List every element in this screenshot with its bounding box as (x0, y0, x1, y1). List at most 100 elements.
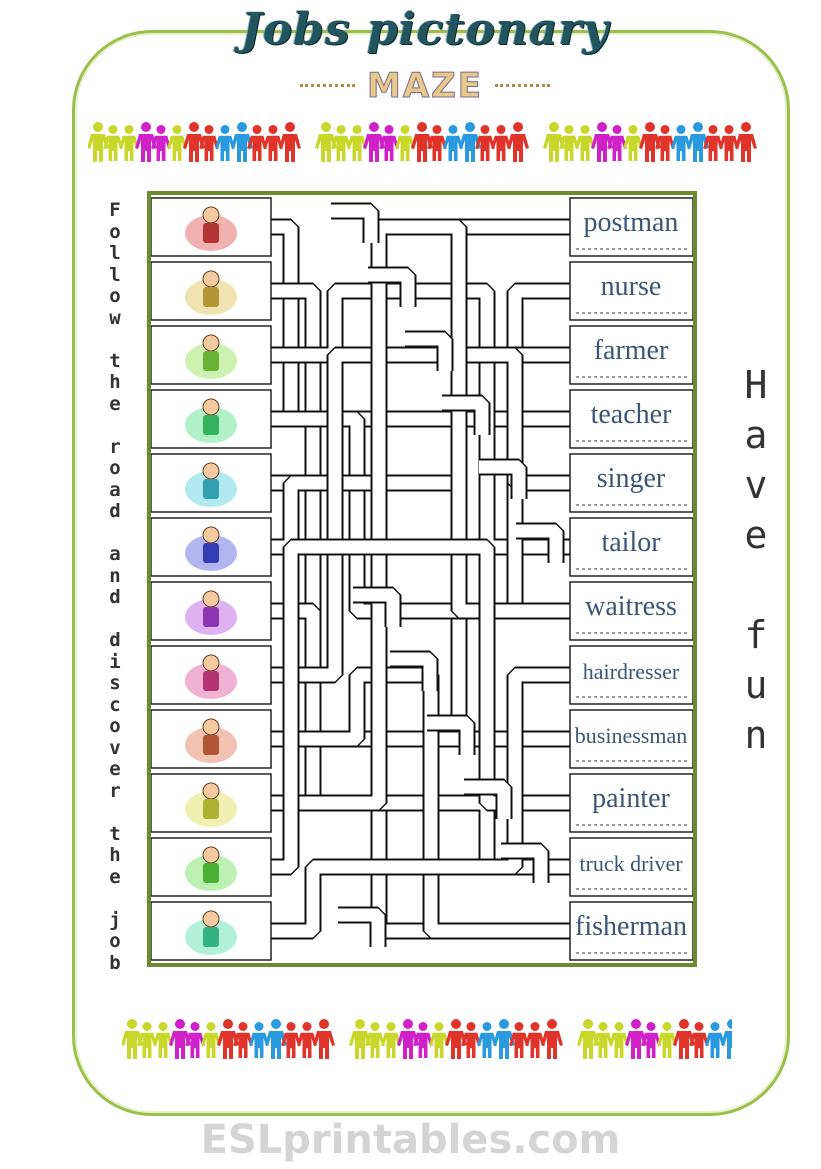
maze-board: postman nurse farmer teacher singer tail… (147, 191, 697, 967)
letter: o (109, 285, 121, 307)
person-figure (477, 1022, 497, 1058)
letter: u (744, 663, 768, 707)
letter: o (109, 457, 121, 479)
person-figure (593, 1022, 613, 1058)
person-figure (703, 125, 723, 161)
letter: f (744, 613, 768, 657)
hairdresser-picture (185, 654, 237, 699)
answer-cell (569, 773, 694, 833)
person-figure (137, 1022, 157, 1058)
letter: o (109, 930, 121, 952)
maze-path-inner (501, 844, 548, 883)
person-figure (639, 122, 661, 162)
letter: e (109, 392, 121, 415)
businessman-chart-picture (185, 782, 237, 827)
person-figure (575, 125, 595, 161)
person-figure (297, 1022, 317, 1058)
person-figure (461, 1022, 481, 1058)
person-figure (263, 125, 283, 161)
worksheet-title: Jobs pictonary (240, 4, 610, 55)
telephone-operator-picture (185, 206, 237, 251)
maze-path-inner (368, 268, 415, 307)
person-figure (233, 1022, 253, 1058)
people-chain-bottom (122, 1019, 732, 1059)
letter (100, 802, 130, 824)
job-word: truck driver (579, 851, 683, 876)
job-word: teacher (591, 399, 672, 430)
answer-cell (569, 837, 694, 897)
person-figure (103, 125, 123, 161)
person-figure (119, 125, 139, 161)
person-figure (427, 125, 447, 161)
person-figure (365, 1022, 385, 1058)
letter: s (109, 672, 121, 694)
answer-cell (569, 581, 694, 641)
person-figure (183, 122, 205, 162)
maze-path-inner (331, 204, 378, 243)
person-figure (395, 125, 415, 161)
letter: t (109, 822, 121, 845)
person-figure (543, 122, 565, 162)
letter: n (109, 564, 121, 587)
person-figure (591, 122, 613, 162)
job-word: tailor (601, 527, 661, 558)
person-figure (493, 1019, 515, 1059)
maze-path-inner (271, 220, 570, 810)
painter-easel-picture (185, 590, 237, 635)
person-figure (347, 125, 367, 161)
letter (100, 329, 130, 351)
person-figure (491, 125, 511, 161)
person-figure (445, 1019, 467, 1059)
fisherman-boat-picture (185, 910, 237, 955)
job-word: fisherman (575, 911, 687, 942)
person-figure (153, 1022, 173, 1058)
farmer-hat-picture (185, 398, 237, 443)
maze-path-inner (479, 460, 526, 499)
people-chain-top (88, 122, 757, 162)
letter (100, 888, 130, 910)
person-figure (459, 122, 481, 162)
letter: l (109, 263, 121, 286)
person-figure (735, 122, 757, 162)
answer-cell (569, 261, 694, 321)
letter (738, 560, 774, 610)
letter: H (744, 363, 768, 407)
person-figure (217, 1019, 239, 1059)
answer-cell (569, 389, 694, 449)
letter (100, 609, 130, 631)
letter (100, 415, 130, 437)
maze-path-inner (405, 332, 452, 371)
answer-cell (569, 709, 694, 769)
person-figure (88, 122, 109, 162)
person-figure (247, 125, 267, 161)
tailor-mannequin-picture (185, 526, 237, 571)
letter: d (109, 586, 121, 608)
person-figure (265, 1019, 287, 1059)
letter: r (109, 779, 121, 802)
letter: e (744, 513, 768, 557)
letter: l (109, 242, 121, 264)
person-figure (397, 1019, 419, 1059)
person-figure (623, 125, 643, 161)
letter: t (109, 349, 121, 372)
letter: a (744, 413, 768, 457)
answer-cell (569, 197, 694, 257)
person-figure (625, 1019, 647, 1059)
job-word: postman (584, 207, 679, 238)
person-figure (122, 1019, 143, 1059)
job-word: businessman (575, 723, 687, 748)
job-word: hairdresser (583, 659, 680, 684)
letter: h (109, 844, 121, 866)
truck-driver-picture (185, 718, 237, 763)
letter: w (109, 306, 121, 329)
maze-path-inner (271, 668, 570, 938)
person-figure (279, 122, 301, 162)
person-figure (559, 125, 579, 161)
answer-cell (569, 453, 694, 513)
singer-microphone-picture (185, 334, 237, 379)
person-figure (687, 122, 709, 162)
letter: a (109, 543, 121, 565)
letter: j (109, 908, 121, 931)
job-word: painter (592, 783, 670, 814)
